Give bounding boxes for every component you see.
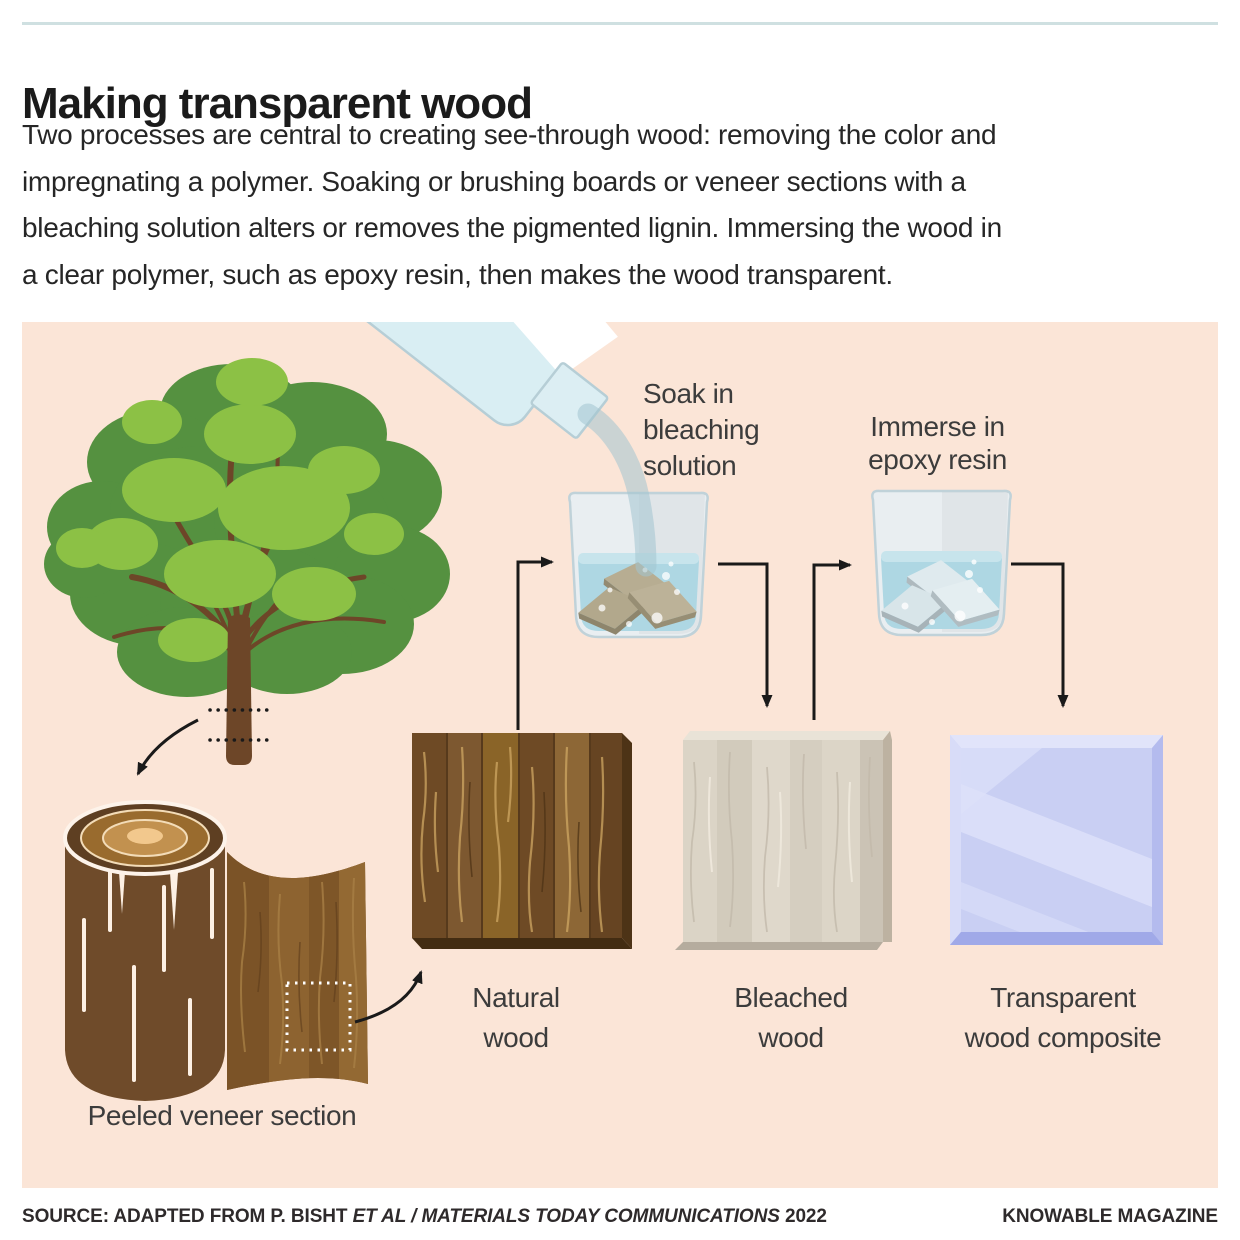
source-credit: SOURCE: ADAPTED FROM P. BISHT ET AL / MA… <box>22 1206 827 1228</box>
bottle-icon <box>306 322 657 577</box>
arrow-natural-to-bleach-beaker <box>516 556 554 730</box>
bleached-wood-label: Bleached wood <box>734 982 848 1053</box>
arrow-bleached-to-epoxy-beaker <box>812 559 852 720</box>
intro-line: Two processes are central to creating se… <box>22 119 997 150</box>
tree-trunk <box>226 614 252 765</box>
trunk-cut-dotted-lines <box>208 708 272 742</box>
flow-arrows <box>516 556 1069 730</box>
log-icon <box>63 800 227 1101</box>
intro-line: bleaching solution alters or removes the… <box>22 212 1002 243</box>
transparent-wood-label: Transparent wood composite <box>964 982 1162 1053</box>
page-title: Making transparent wood <box>22 79 533 129</box>
arrow-bleach-beaker-to-bleached <box>718 562 773 708</box>
natural-wood-swatch <box>412 733 632 949</box>
diagram-panel: Soak in bleaching solution Immerse in ep… <box>22 322 1218 1188</box>
brand-credit: KNOWABLE MAGAZINE <box>1002 1206 1218 1227</box>
source-prefix: SOURCE: ADAPTED FROM P. BISHT <box>22 1206 353 1227</box>
source-citation: ET AL / MATERIALS TODAY COMMUNICATIONS <box>352 1206 780 1227</box>
accent-top-rule <box>22 22 1218 25</box>
bleached-wood-swatch <box>675 731 892 950</box>
tree-to-log-arrow <box>136 718 199 776</box>
soak-label: Soak in bleaching solution <box>643 378 760 481</box>
arrow-epoxy-beaker-to-transparent <box>1011 562 1069 708</box>
veneer-sheet-icon <box>227 852 368 1090</box>
intro-line: impregnating a polymer. Soaking or brush… <box>22 165 966 197</box>
immerse-label: Immerse in epoxy resin <box>868 411 1007 475</box>
wood-pieces-immersed <box>881 560 1000 633</box>
tree-icon <box>44 358 450 765</box>
natural-wood-label: Natural wood <box>472 982 560 1053</box>
footer: SOURCE: ADAPTED FROM P. BISHT ET AL / MA… <box>22 1206 1218 1228</box>
pour-stream <box>577 403 657 577</box>
process-diagram <box>44 322 1163 1101</box>
veneer-selection-box <box>285 981 352 1052</box>
source-year: 2022 <box>779 1206 827 1227</box>
transparent-wood-swatch <box>950 735 1163 945</box>
veneer-to-wood-arrow <box>354 970 423 1024</box>
intro-paragraph: Two processes are central to creating se… <box>22 112 1218 298</box>
wood-pieces-soaking <box>578 562 697 635</box>
beaker-epoxy-icon <box>871 489 1012 637</box>
intro-line: a clear polymer, such as epoxy resin, th… <box>22 258 893 290</box>
peeled-veneer-label: Peeled veneer section <box>87 1100 357 1131</box>
